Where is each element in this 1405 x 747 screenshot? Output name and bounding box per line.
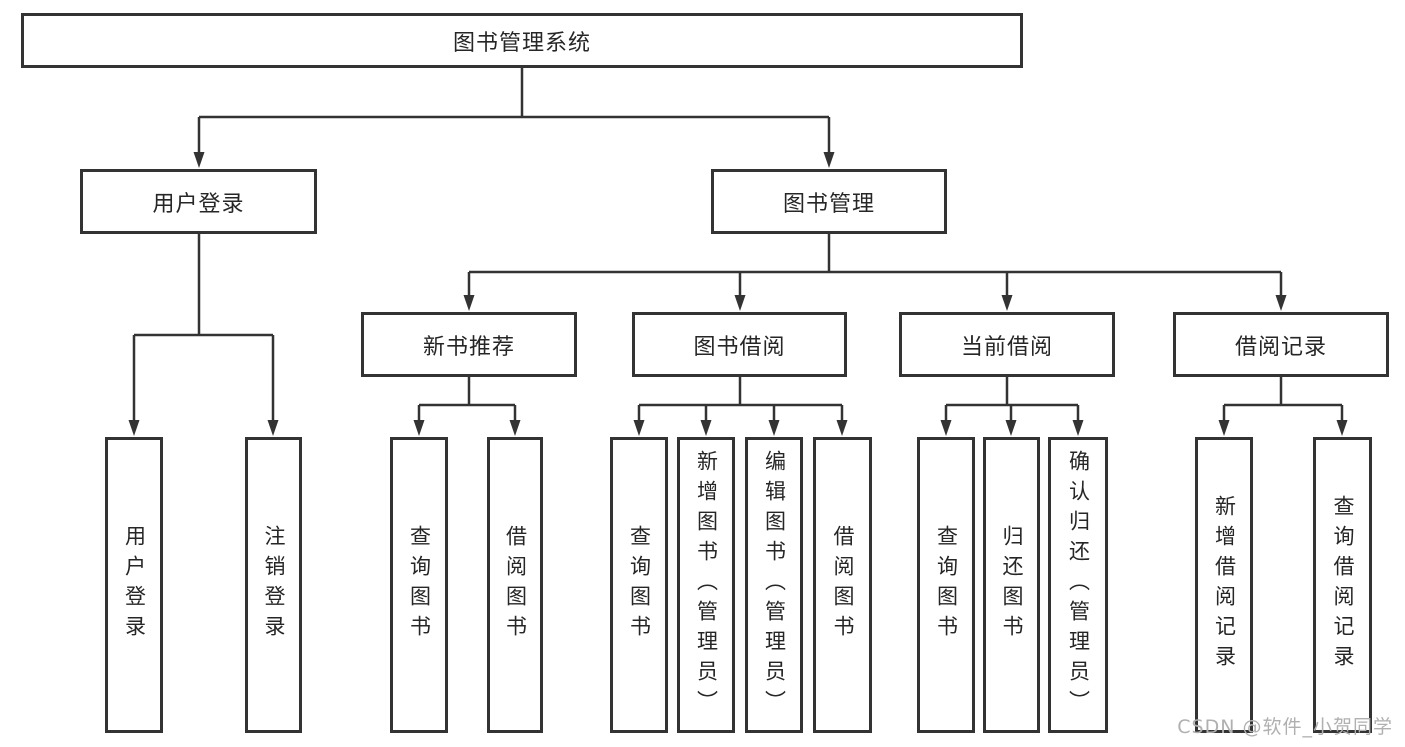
leaf-borrow-edit-book-admin-label: 编辑图书（管理员） xyxy=(762,450,787,720)
leaf-logout: 注销登录 xyxy=(245,437,302,733)
node-current-borrow-label: 当前借阅 xyxy=(960,334,1053,360)
connector-edges xyxy=(132,68,1344,421)
leaf-current-confirm-return-admin-label: 确认归还（管理员） xyxy=(1066,450,1091,720)
node-book-borrow: 图书借阅 xyxy=(632,312,847,377)
leaf-recommend-query-book-label: 查询图书 xyxy=(407,525,432,645)
node-borrow-record-label: 借阅记录 xyxy=(1234,334,1327,360)
leaf-current-return-book-label: 归还图书 xyxy=(1000,525,1024,645)
node-current-borrow: 当前借阅 xyxy=(899,312,1115,377)
leaf-borrow-add-book-admin-label: 新增图书（管理员） xyxy=(694,450,719,720)
watermark: CSDN @软件_小贺同学 xyxy=(1177,716,1393,738)
arrowheads xyxy=(128,152,1348,436)
leaf-records-query-record-label: 查询借阅记录 xyxy=(1331,495,1355,675)
node-new-book-recommend-label: 新书推荐 xyxy=(422,334,515,360)
leaf-current-query-book: 查询图书 xyxy=(917,437,975,733)
leaf-borrow-borrow-book-label: 借阅图书 xyxy=(831,525,855,645)
node-user-login-label: 用户登录 xyxy=(152,191,245,217)
node-book-management: 图书管理 xyxy=(711,169,947,234)
leaf-borrow-borrow-book: 借阅图书 xyxy=(813,437,872,733)
node-borrow-record: 借阅记录 xyxy=(1173,312,1389,377)
leaf-records-query-record: 查询借阅记录 xyxy=(1313,437,1372,733)
leaf-current-return-book: 归还图书 xyxy=(983,437,1040,733)
node-root: 图书管理系统 xyxy=(21,13,1023,68)
node-user-login: 用户登录 xyxy=(80,169,317,234)
node-book-management-label: 图书管理 xyxy=(782,191,875,217)
node-new-book-recommend: 新书推荐 xyxy=(361,312,577,377)
leaf-records-add-record-label: 新增借阅记录 xyxy=(1212,495,1237,675)
leaf-current-query-book-label: 查询图书 xyxy=(934,525,959,645)
leaf-borrow-query-book: 查询图书 xyxy=(610,437,668,733)
leaf-borrow-edit-book-admin: 编辑图书（管理员） xyxy=(745,437,803,733)
leaf-recommend-query-book: 查询图书 xyxy=(390,437,448,733)
leaf-recommend-borrow-book: 借阅图书 xyxy=(487,437,543,733)
node-book-borrow-label: 图书借阅 xyxy=(693,334,786,360)
leaf-records-add-record: 新增借阅记录 xyxy=(1195,437,1253,733)
leaf-logout-label: 注销登录 xyxy=(262,525,286,645)
leaf-recommend-borrow-book-label: 借阅图书 xyxy=(503,525,528,645)
leaf-user-login-label: 用户登录 xyxy=(122,525,147,645)
leaf-user-login: 用户登录 xyxy=(105,437,163,733)
leaf-borrow-query-book-label: 查询图书 xyxy=(627,525,652,645)
leaf-borrow-add-book-admin: 新增图书（管理员） xyxy=(677,437,735,733)
node-root-label: 图书管理系统 xyxy=(452,30,591,56)
leaf-current-confirm-return-admin: 确认归还（管理员） xyxy=(1048,437,1108,733)
